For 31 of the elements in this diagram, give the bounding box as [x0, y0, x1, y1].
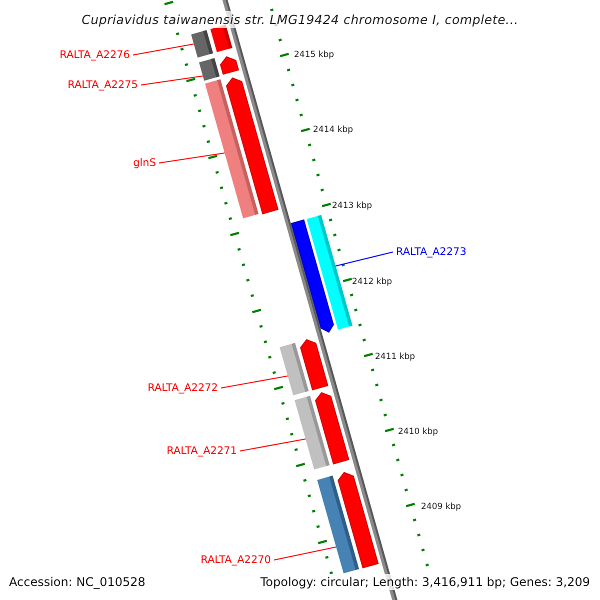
info-text: Accession: NC_010528 — [7, 574, 148, 590]
scale-label: 2410 kbp — [398, 427, 438, 437]
leader-line — [274, 546, 337, 560]
scale-label: 2413 kbp — [332, 201, 372, 211]
gene-label: glnS — [133, 157, 156, 169]
scale-label: 2415 kbp — [294, 50, 334, 60]
leader-line — [335, 252, 394, 266]
gene-feature — [220, 56, 240, 75]
gene-bar — [199, 58, 220, 81]
gene-feature — [315, 392, 350, 464]
gene-label: RALTA_A2273 — [396, 246, 466, 258]
scale-label: 2409 kbp — [421, 502, 462, 512]
gene-label: RALTA_A2275 — [68, 79, 138, 91]
leader-line — [158, 152, 226, 164]
leader-line — [140, 76, 204, 86]
gene-feature — [226, 77, 279, 214]
gene-feature — [338, 472, 379, 568]
gene-feature — [290, 219, 334, 333]
info-text: Topology: circular; Length: 3,416,911 bp; Genes: 3,209 — [258, 574, 592, 590]
gene-label: RALTA_A2271 — [166, 445, 237, 457]
gene-bar — [191, 30, 214, 58]
gene-feature — [300, 339, 328, 390]
gene-label: RALTA_A2272 — [148, 382, 218, 394]
scale-label: 2412 kbp — [352, 277, 392, 287]
gene-label: RALTA_A2276 — [60, 49, 130, 61]
leader-line — [240, 438, 306, 452]
scale-label: 2414 kbp — [313, 125, 354, 135]
gene-label: RALTA_A2270 — [200, 554, 271, 566]
leader-line — [132, 44, 194, 56]
scale-label: 2411 kbp — [375, 352, 416, 362]
leader-line — [220, 376, 288, 388]
